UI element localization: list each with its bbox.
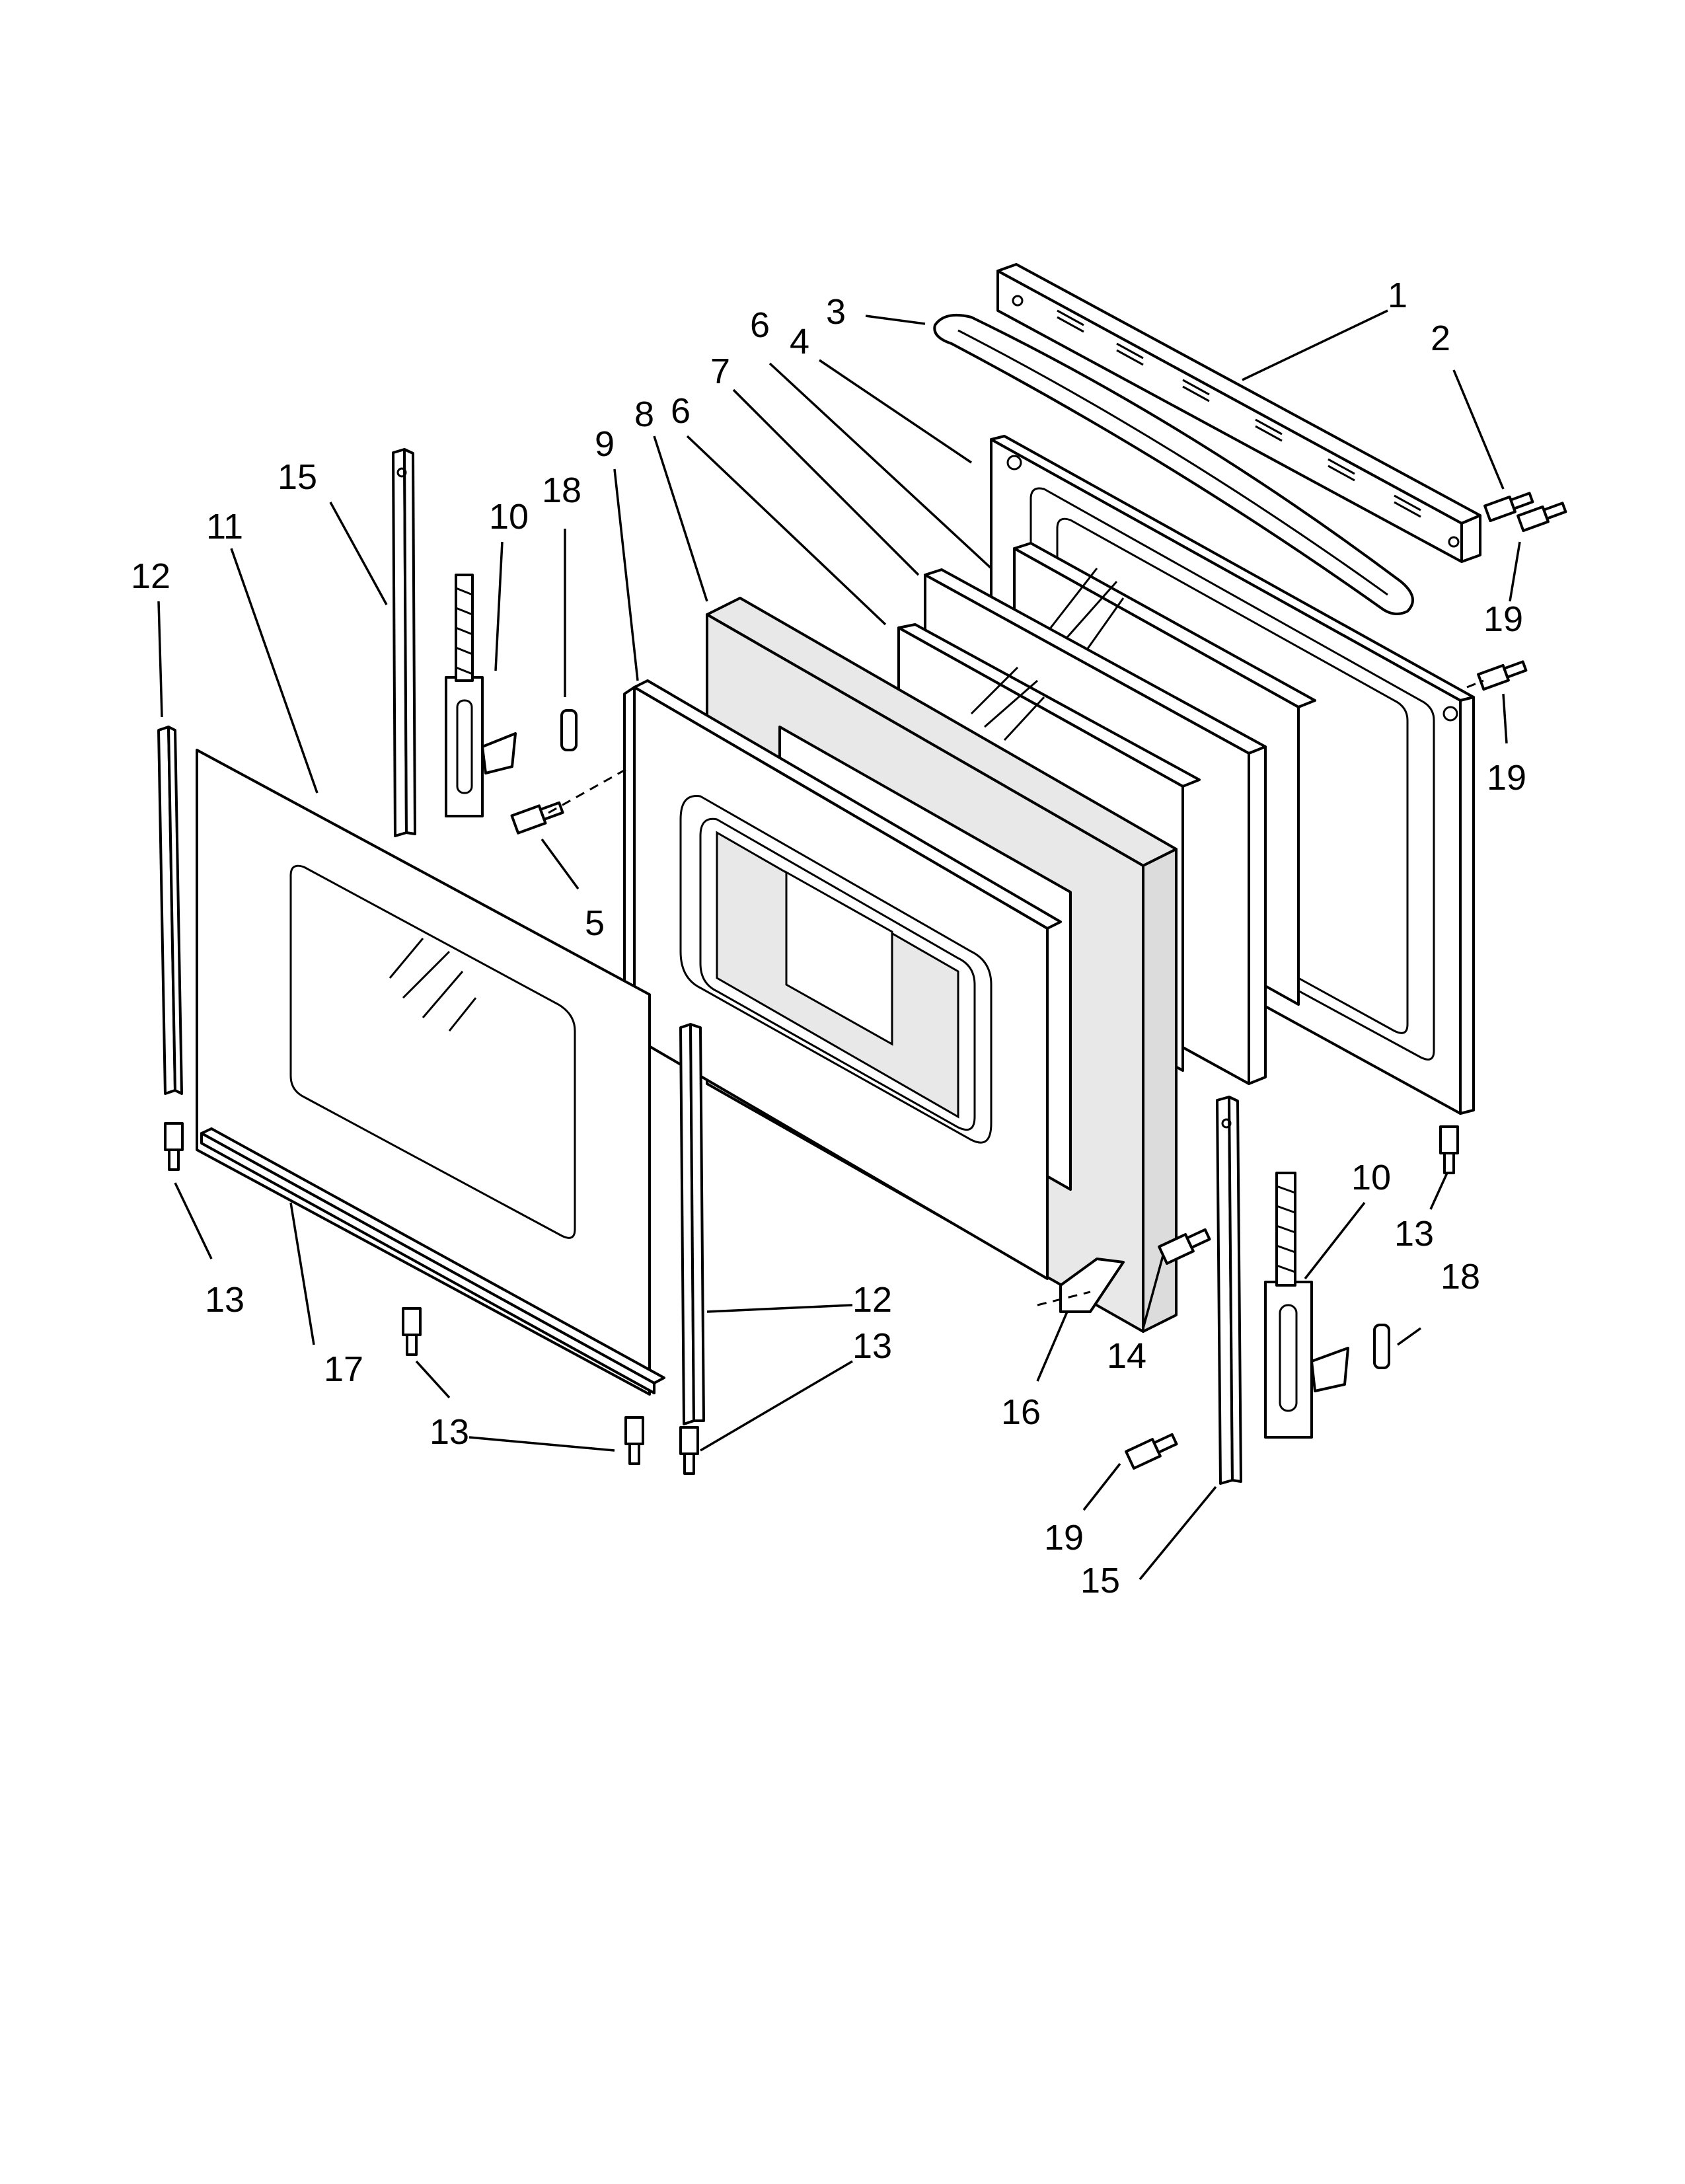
part-bracket [1059, 1258, 1125, 1313]
callout-14: 14 [1107, 1336, 1146, 1376]
callout-13-left: 13 [205, 1280, 244, 1320]
callout-labels: 1 2 3 4 5 6 6 7 8 9 10 10 11 12 12 13 13… [131, 276, 1526, 1600]
callout-16: 16 [1001, 1392, 1041, 1432]
part-side-trim-right [679, 1023, 705, 1425]
callout-19-right: 19 [1487, 758, 1526, 798]
part-hinge-pin-lower [1373, 1324, 1390, 1369]
callout-10-upper: 10 [489, 497, 529, 537]
callout-2: 2 [1431, 319, 1450, 358]
callout-12-right: 12 [852, 1280, 892, 1320]
callout-12-left: 12 [131, 556, 170, 596]
callout-6-lower: 6 [671, 391, 691, 431]
callout-13-bottom: 13 [430, 1412, 469, 1452]
callout-10-lower: 10 [1351, 1158, 1391, 1197]
part-vent-trim [996, 263, 1481, 563]
leader-lines [157, 309, 1521, 1581]
callout-4: 4 [790, 322, 809, 361]
part-hinge-upper [445, 574, 517, 817]
callout-13-right: 13 [1394, 1214, 1434, 1254]
callout-11: 11 [206, 507, 243, 546]
rear-screw-alignment-line [1466, 679, 1484, 689]
callout-15-upper: 15 [278, 457, 317, 497]
callout-1: 1 [1388, 276, 1407, 315]
callout-8: 8 [634, 395, 654, 434]
callout-6-upper: 6 [750, 305, 770, 345]
part-hinge-receiver-upper [392, 448, 416, 837]
bracket-alignment-line [1037, 1291, 1091, 1306]
callout-15-lower: 15 [1080, 1561, 1120, 1600]
callout-7: 7 [710, 352, 730, 391]
callout-3: 3 [826, 292, 846, 332]
part-side-trim-left [157, 726, 183, 1095]
callout-19-bottom: 19 [1044, 1518, 1084, 1558]
part-hinge-receiver-lower [1216, 1096, 1242, 1485]
callout-9: 9 [595, 424, 615, 464]
part-inner-door-panel [623, 679, 1062, 1280]
part-screws [164, 492, 1567, 1475]
part-outer-door-glass [196, 749, 651, 1396]
part-door-handle [933, 313, 1414, 615]
callout-13-center: 13 [852, 1326, 892, 1366]
callout-19-top: 19 [1483, 599, 1523, 639]
callout-17: 17 [324, 1349, 363, 1389]
part-bottom-trim [200, 1127, 665, 1394]
part-hinge-pin-upper [560, 709, 578, 751]
callout-18-upper: 18 [542, 471, 581, 510]
callout-18-lower: 18 [1441, 1257, 1480, 1297]
part-hinge-lower [1264, 1172, 1349, 1439]
callout-5: 5 [585, 903, 605, 943]
